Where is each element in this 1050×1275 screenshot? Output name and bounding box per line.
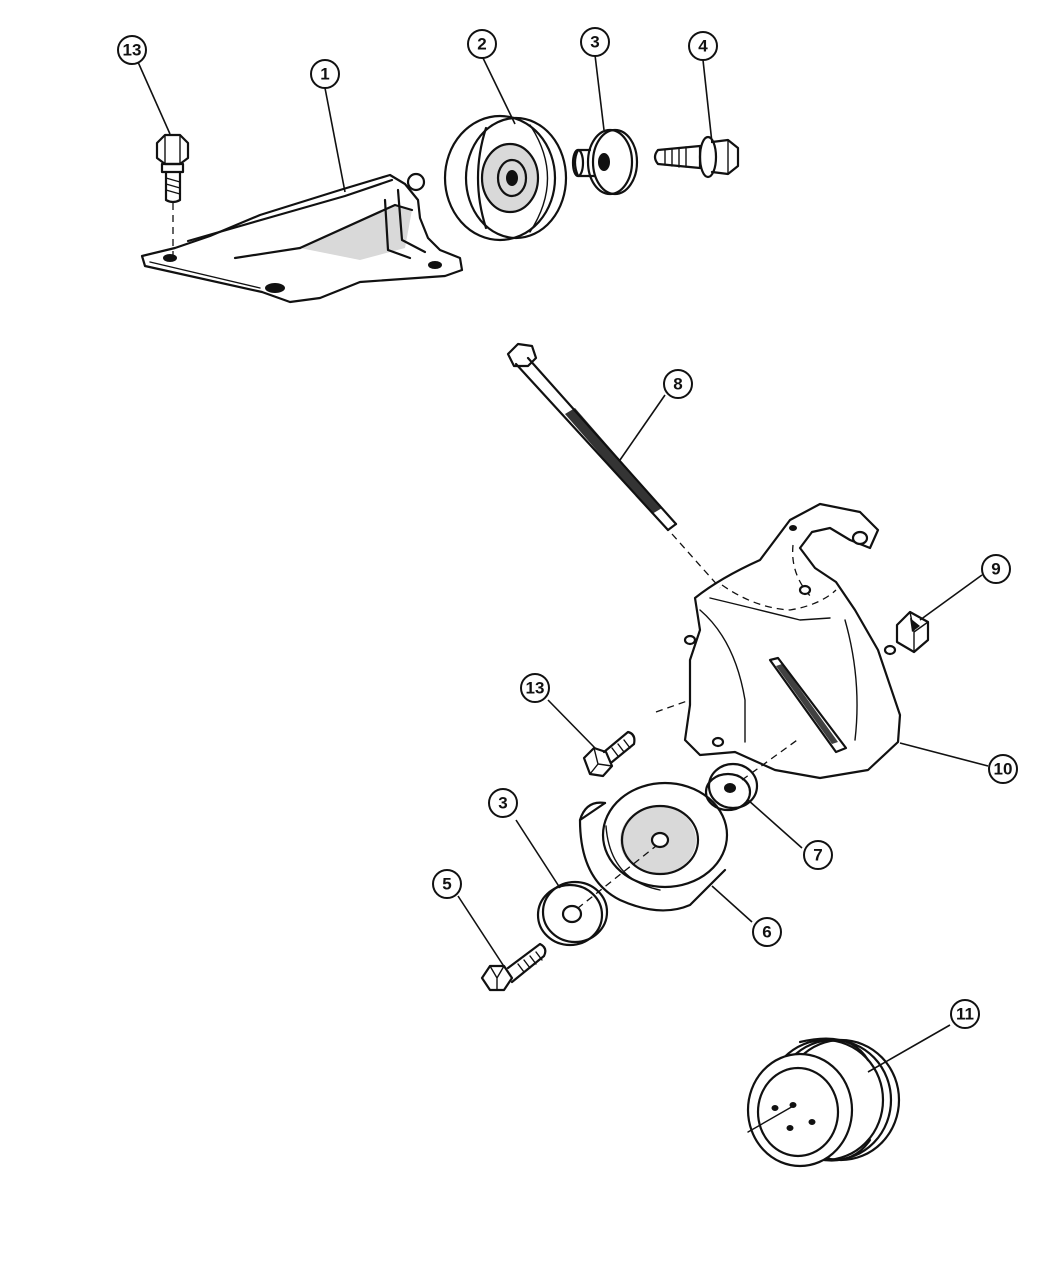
bushing-7-icon (704, 737, 801, 812)
nut-9-icon (895, 610, 930, 654)
svg-text:8: 8 (673, 375, 682, 394)
svg-text:11: 11 (956, 1005, 974, 1024)
svg-text:10: 10 (994, 760, 1013, 779)
svg-text:5: 5 (442, 875, 451, 894)
stud-8-icon (506, 342, 721, 589)
callout-9: 9 (981, 554, 1011, 584)
callout-7: 7 (803, 840, 833, 870)
bolt-13-lower-icon (582, 730, 636, 778)
svg-text:13: 13 (526, 679, 545, 698)
callout-11: 11 (950, 999, 980, 1029)
svg-text:1: 1 (320, 65, 329, 84)
pulley-2-icon (443, 114, 568, 242)
bolt-5-icon (480, 942, 547, 992)
callout-3-top: 3 (580, 27, 610, 57)
svg-text:6: 6 (762, 923, 771, 942)
bolt-4-icon (653, 135, 740, 179)
bolt-13-top-icon (155, 133, 190, 262)
svg-text:4: 4 (698, 37, 708, 56)
callout-8: 8 (663, 369, 693, 399)
svg-text:13: 13 (123, 41, 142, 60)
svg-text:7: 7 (813, 846, 822, 865)
callout-2: 2 (467, 29, 497, 59)
svg-text:3: 3 (498, 794, 507, 813)
callout-10: 10 (988, 754, 1018, 784)
svg-text:2: 2 (477, 35, 486, 54)
pulley-6-icon (567, 781, 729, 917)
callout-6: 6 (752, 917, 782, 947)
bracket-1-icon (140, 172, 464, 304)
tensioner-10-icon (655, 502, 902, 780)
spacer-3-top-icon (571, 128, 639, 196)
callout-3-lower: 3 (488, 788, 518, 818)
callout-5: 5 (432, 869, 462, 899)
callout-1: 1 (310, 59, 340, 89)
svg-text:3: 3 (590, 33, 599, 52)
washer-3-lower-icon (536, 880, 609, 947)
callout-4: 4 (688, 31, 718, 61)
callout-13-lower: 13 (520, 673, 550, 703)
callout-13-top: 13 (117, 35, 147, 65)
pulley-11-icon (746, 1037, 901, 1168)
svg-text:9: 9 (991, 560, 1000, 579)
leader-lines (137, 54, 989, 1073)
